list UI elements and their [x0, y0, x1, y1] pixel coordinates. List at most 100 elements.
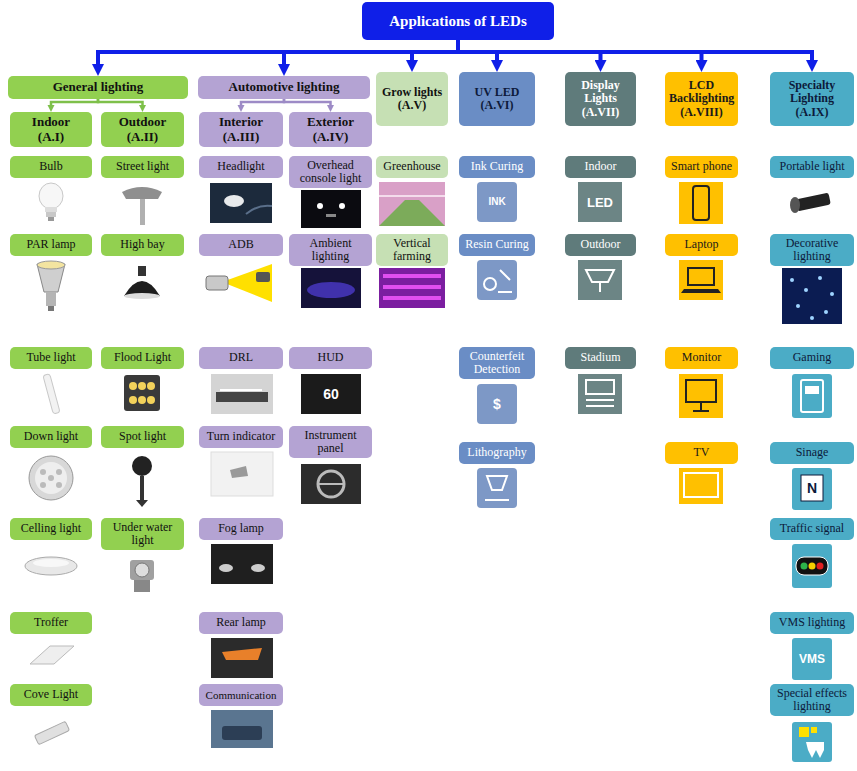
drl-photo	[220, 389, 262, 391]
picture-label: N	[807, 481, 817, 495]
category-box: Display Lights (A.VII)	[565, 72, 636, 126]
node-text: Instrument panel	[293, 429, 368, 455]
ceiling-light-picture	[33, 559, 69, 567]
traffic-signal-icon	[817, 563, 824, 570]
vertical-farming-photo	[379, 268, 445, 308]
ink-curing-icon	[477, 182, 517, 222]
special-effects-icon	[799, 727, 809, 737]
decorative-lighting-photo	[824, 310, 828, 314]
node-text: Traffic signal	[780, 522, 844, 535]
fog-lamp-photo	[211, 544, 273, 584]
counterfeit-detection-icon	[477, 384, 517, 424]
counterfeit-detection-icon	[477, 384, 517, 424]
application-box: DRL	[199, 347, 283, 369]
node-text: Gaming	[793, 351, 832, 364]
special-effects-icon	[806, 742, 824, 758]
node-text: ADB	[228, 238, 253, 251]
node-text: Outdoor	[581, 238, 621, 251]
node-text: Bulb	[39, 160, 62, 173]
special-effects-icon	[792, 722, 832, 762]
resin-curing-icon	[477, 260, 517, 300]
application-box: Street light	[101, 156, 184, 178]
flood-light-picture	[147, 382, 155, 390]
communication-photo	[211, 710, 273, 748]
application-box: Fog lamp	[199, 518, 283, 540]
application-box: Rear lamp	[199, 612, 283, 634]
vertical-farming-photo	[379, 268, 445, 308]
troffer-picture	[30, 646, 74, 664]
flood-light-picture	[124, 375, 160, 411]
application-box: Gaming	[770, 347, 854, 369]
instrument-panel-photo	[301, 464, 361, 504]
turn-indicator-photo	[211, 452, 273, 496]
lithography-icon	[485, 499, 509, 501]
application-box: Vertical farming	[376, 234, 448, 266]
application-box: Celling light	[10, 518, 92, 540]
vertical-farming-photo	[383, 274, 441, 278]
application-box: HUD	[289, 347, 372, 369]
street-light-picture	[122, 187, 162, 225]
laptop-icon	[679, 260, 723, 300]
spot-light-picture	[132, 456, 152, 507]
headlight-photo	[210, 183, 272, 223]
traffic-signal-icon	[801, 563, 808, 570]
stadium-display-icon	[586, 380, 614, 394]
flashlight-photo	[790, 193, 831, 213]
node-text: Celling light	[21, 522, 81, 535]
subcategory-box: Indoor (A.I)	[10, 112, 92, 147]
flood-light-picture	[129, 382, 137, 390]
node-text: Ink Curing	[471, 160, 523, 173]
application-box: VMS lighting	[770, 612, 854, 634]
bulb-picture	[39, 183, 63, 221]
fog-lamp-photo	[219, 564, 233, 572]
connector-arrow	[458, 40, 812, 60]
node-text: UV LED (A.VI)	[463, 86, 531, 112]
hud-photo	[301, 374, 361, 414]
lithography-icon	[477, 468, 517, 508]
node-text: Decorative lighting	[774, 237, 850, 263]
outdoor-display-icon	[586, 270, 614, 282]
application-box: Under water light	[101, 518, 184, 550]
category-box: Automotive lighting	[198, 76, 370, 99]
category-box: General lighting	[8, 76, 188, 99]
application-box: Ink Curing	[459, 156, 535, 178]
ceiling-light-picture	[25, 557, 77, 575]
special-effects-icon	[811, 727, 817, 733]
smart-phone-icon	[679, 182, 723, 224]
connector-arrow	[98, 99, 143, 105]
vms-icon	[792, 638, 832, 680]
fog-lamp-photo	[251, 564, 265, 572]
bulb-picture	[48, 217, 54, 221]
application-box: Flood Light	[101, 347, 184, 369]
overhead-console-photo	[326, 214, 336, 217]
category-box: Specialty Lighting (A.IX)	[770, 72, 854, 126]
decorative-lighting-photo	[818, 276, 822, 280]
outdoor-display-icon	[578, 260, 622, 300]
overhead-console-photo	[301, 190, 361, 228]
headlight-photo	[210, 183, 272, 223]
category-box: Grow lights (A.V)	[376, 72, 448, 126]
drl-photo	[216, 392, 268, 402]
rear-lamp-photo	[211, 638, 273, 678]
hud-photo	[301, 374, 361, 414]
gaming-icon	[792, 374, 832, 418]
application-box: Down light	[10, 426, 92, 448]
application-box: Instrument panel	[289, 426, 372, 458]
communication-photo	[222, 726, 262, 740]
application-box: Traffic signal	[770, 518, 854, 540]
ambient-lighting-photo	[301, 268, 361, 308]
par-lamp-picture	[48, 306, 54, 311]
node-text: Under water light	[105, 521, 180, 547]
node-text: Vertical farming	[380, 237, 444, 263]
down-light-picture	[56, 482, 62, 488]
application-box: Laptop	[665, 234, 738, 256]
connector-arrow	[51, 99, 98, 105]
signage-icon	[801, 475, 823, 501]
outdoor-display-icon	[578, 260, 622, 300]
bulb-picture	[45, 207, 57, 212]
down-light-picture	[29, 456, 73, 500]
drl-photo	[211, 374, 273, 414]
ambient-lighting-photo	[307, 282, 355, 298]
smart-phone-icon	[693, 186, 709, 220]
node-text: Monitor	[682, 351, 721, 364]
